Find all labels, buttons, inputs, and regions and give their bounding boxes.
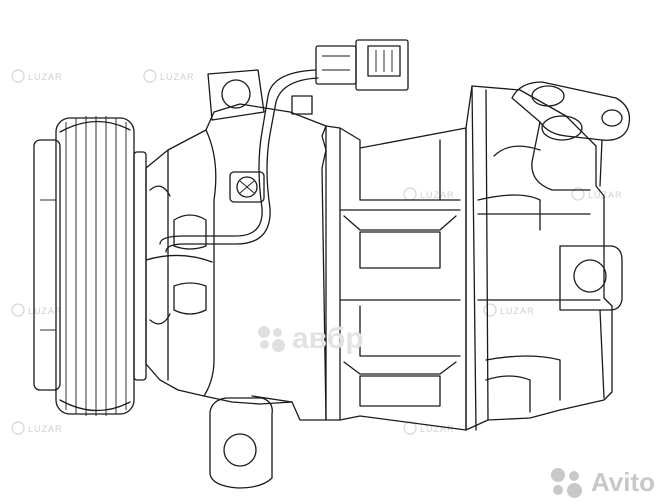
center-watermark-text: авбр (292, 322, 364, 355)
watermark-logo: LUZAR (403, 187, 455, 201)
rear-head (465, 85, 613, 431)
front-housing (145, 103, 327, 421)
svg-text:LUZAR: LUZAR (420, 190, 455, 200)
wire-harness (159, 69, 319, 253)
watermark-logo: LUZAR (143, 69, 195, 83)
bottom-mount-ear (209, 395, 293, 489)
center-watermark: авбр (258, 322, 364, 356)
watermark-logo: LUZAR (571, 187, 623, 201)
rear-bottom-fitting (485, 309, 605, 413)
avito-dots-icon (550, 467, 585, 498)
bolt (229, 171, 265, 203)
watermark-logo: LUZAR (483, 303, 535, 317)
side-mount-boss (559, 245, 623, 311)
svg-text:LUZAR: LUZAR (28, 72, 63, 82)
electrical-connector (315, 39, 409, 91)
top-mount-ear (207, 69, 265, 121)
watermark-logos: LUZAR LUZAR LUZAR LUZAR LUZAR LUZAR LUZA… (11, 69, 623, 435)
svg-text:LUZAR: LUZAR (500, 306, 535, 316)
svg-text:LUZAR: LUZAR (588, 190, 623, 200)
pulley-grooves (65, 116, 127, 416)
body-window-top (343, 215, 457, 269)
port-flange (511, 81, 631, 191)
svg-text:LUZAR: LUZAR (28, 424, 63, 434)
svg-text:LUZAR: LUZAR (420, 424, 455, 434)
watermark-dots-icon (258, 326, 288, 352)
watermark-logo: LUZAR (11, 303, 63, 317)
body-window-bottom (343, 361, 457, 407)
watermark-logo: LUZAR (11, 421, 63, 435)
watermark-logo: LUZAR (11, 69, 63, 83)
pulley (33, 116, 147, 416)
cylinder-body (325, 125, 467, 431)
svg-text:LUZAR: LUZAR (28, 306, 63, 316)
svg-text:LUZAR: LUZAR (160, 72, 195, 82)
avito-watermark: Avito (550, 467, 655, 498)
avito-text: Avito (590, 467, 655, 497)
